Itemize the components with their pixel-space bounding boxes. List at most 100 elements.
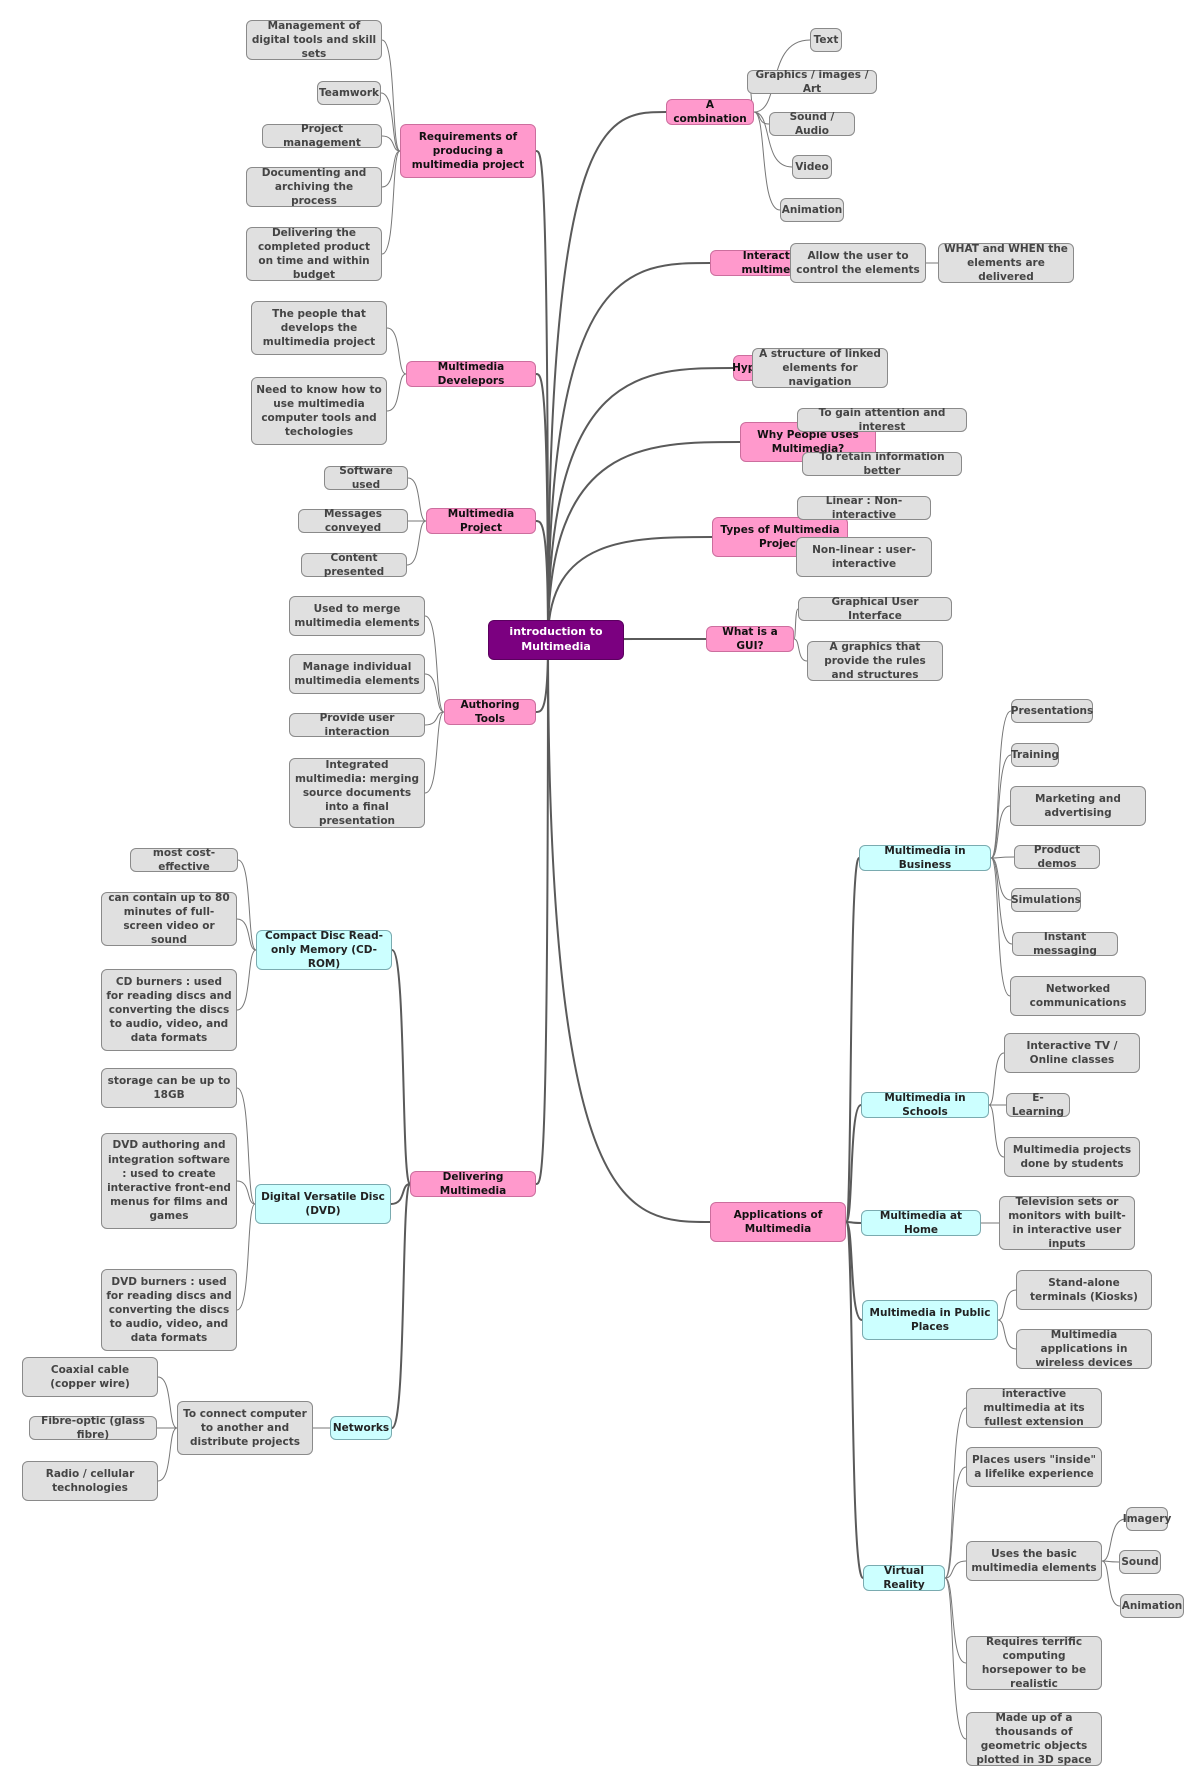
connector-auth-a_ui [424,711,445,726]
connector-biz-b_train [990,754,1012,859]
topic-compact-disc-read-only-memory-cd-rom[interactable]: Compact Disc Read-only Memory (CD-ROM) [256,930,392,970]
connector-apps-home [845,1221,862,1224]
topic-product-demos[interactable]: Product demos [1014,844,1100,870]
topic-television-sets-or-monitors-with-built-i[interactable]: Television sets or monitors with built-i… [999,1196,1135,1250]
topic-radio-cellular-technologies[interactable]: Radio / cellular technologies [22,1461,158,1501]
topic-cd-burners-used-for-reading-discs-and-co[interactable]: CD burners : used for reading discs and … [101,969,237,1051]
connector-dvd-dvd_auth [236,1180,256,1205]
topic-places-users-inside-a-lifelike-experienc[interactable]: Places users "inside" a lifelike experie… [966,1447,1102,1487]
connector-combo-c_video [753,111,793,168]
topic-project-management[interactable]: Project management [262,123,382,149]
topic-provide-user-interaction[interactable]: Provide user interaction [289,712,425,738]
topic-sound-audio[interactable]: Sound / Audio [769,111,855,137]
topic-multimedia-in-schools[interactable]: Multimedia in Schools [861,1092,989,1118]
connector-req-r_deliv [381,150,401,255]
topic-presentations[interactable]: Presentations [1011,699,1093,723]
topic-digital-versatile-disc-dvd[interactable]: Digital Versatile Disc (DVD) [255,1184,391,1224]
central-topic[interactable]: introduction to Multimedia [488,620,624,660]
connector-cd-cd_80 [236,918,257,951]
topic-networked-communications[interactable]: Networked communications [1010,976,1146,1016]
topic-allow-the-user-to-control-the-elements[interactable]: Allow the user to control the elements [790,243,926,283]
topic-fibre-optic-glass-fibre[interactable]: Fibre-optic (glass fibre) [29,1415,157,1441]
topic-made-up-of-a-thousands-of-geometric-obje[interactable]: Made up of a thousands of geometric obje… [966,1712,1102,1766]
topic-a-graphics-that-provide-the-rules-and-st[interactable]: A graphics that provide the rules and st… [807,641,943,681]
connector-apps-vr [845,1221,864,1579]
topic-imagery[interactable]: Imagery [1123,1507,1171,1531]
topic-documenting-and-archiving-the-process[interactable]: Documenting and archiving the process [246,167,382,207]
topic-coaxial-cable-copper-wire[interactable]: Coaxial cable (copper wire) [22,1357,158,1397]
topic-interactive-multimedia-at-its-fullest-ex[interactable]: interactive multimedia at its fullest ex… [966,1388,1102,1428]
topic-multimedia-applications-in-wireless-devi[interactable]: Multimedia applications in wireless devi… [1016,1329,1152,1369]
topic-networks[interactable]: Networks [330,1416,392,1440]
topic-multimedia-develepors[interactable]: Multimedia Develepors [406,361,536,387]
connector-sch-s_proj [988,1104,1005,1158]
topic-multimedia-at-home[interactable]: Multimedia at Home [861,1210,981,1236]
connector-dev-d_people [386,327,407,375]
topic-sound[interactable]: Sound [1119,1550,1161,1574]
connector-combo-c_anim [753,111,781,211]
topic-multimedia-in-public-places[interactable]: Multimedia in Public Places [862,1300,998,1340]
topic-text[interactable]: Text [810,28,842,52]
connector-auth-a_manage [424,673,445,713]
topic-requires-terrific-computing-horsepower-t[interactable]: Requires terrific computing horsepower t… [966,1636,1102,1690]
topic-what-is-a-gui[interactable]: What is a GUI? [706,626,794,652]
topic-requirements-of-producing-a-multimedia-p[interactable]: Requirements of producing a multimedia p… [400,124,536,178]
connector-delv-cd [391,949,411,1185]
topic-video[interactable]: Video [792,155,832,179]
topic-marketing-and-advertising[interactable]: Marketing and advertising [1010,786,1146,826]
connector-root-req [535,150,549,641]
connector-apps-biz [845,857,860,1223]
topic-manage-individual-multimedia-elements[interactable]: Manage individual multimedia elements [289,654,425,694]
topic-graphics-images-art[interactable]: Graphics / images / Art [747,69,877,95]
topic-animation[interactable]: Animation [780,198,844,222]
topic-linear-non-interactive[interactable]: Linear : Non-interactive [797,495,931,521]
topic-management-of-digital-tools-and-skill-se[interactable]: Management of digital tools and skill se… [246,20,382,60]
topic-multimedia-in-business[interactable]: Multimedia in Business [859,845,991,871]
topic-authoring-tools[interactable]: Authoring Tools [444,699,536,725]
topic-graphical-user-interface[interactable]: Graphical User Interface [798,596,952,622]
connector-req-r_pm [381,135,401,152]
topic-a-structure-of-linked-elements-for-navig[interactable]: A structure of linked elements for navig… [752,348,888,388]
topic-uses-the-basic-multimedia-elements[interactable]: Uses the basic multimedia elements [966,1541,1102,1581]
connector-gui-g_gui [793,608,799,640]
topic-stand-alone-terminals-kiosks[interactable]: Stand-alone terminals (Kiosks) [1016,1270,1152,1310]
topic-storage-can-be-up-to-18gb[interactable]: storage can be up to 18GB [101,1068,237,1108]
connector-root-types [547,536,713,641]
topic-dvd-authoring-and-integration-software-u[interactable]: DVD authoring and integration software :… [101,1133,237,1229]
topic-what-and-when-the-elements-are-delivered[interactable]: WHAT and WHEN the elements are delivered [938,243,1074,283]
topic-virtual-reality[interactable]: Virtual Reality [863,1565,945,1591]
topic-animation[interactable]: Animation [1120,1594,1184,1618]
topic-messages-conveyed[interactable]: Messages conveyed [298,508,408,534]
topic-to-gain-attention-and-interest[interactable]: To gain attention and interest [797,407,967,433]
topic-multimedia-project[interactable]: Multimedia Project [426,508,536,534]
topic-dvd-burners-used-for-reading-discs-and-c[interactable]: DVD burners : used for reading discs and… [101,1269,237,1351]
connector-pub-p_kiosk [997,1289,1017,1321]
topic-can-contain-up-to-80-minutes-of-full-scr[interactable]: can contain up to 80 minutes of full-scr… [101,892,237,946]
topic-instant-messaging[interactable]: Instant messaging [1012,931,1118,957]
topic-non-linear-user-interactive[interactable]: Non-linear : user-interactive [796,537,932,577]
topic-integrated-multimedia-merging-source-doc[interactable]: Integrated multimedia: merging source do… [289,758,425,828]
topic-a-combination[interactable]: A combination [666,99,754,125]
topic-to-connect-computer-to-another-and-distr[interactable]: To connect computer to another and distr… [177,1401,313,1455]
connector-vr-v_basic [944,1560,967,1579]
topic-delivering-the-completed-product-on-time[interactable]: Delivering the completed product on time… [246,227,382,281]
connector-vr-v_horse [944,1577,967,1664]
topic-software-used[interactable]: Software used [324,465,408,491]
topic-used-to-merge-multimedia-elements[interactable]: Used to merge multimedia elements [289,596,425,636]
topic-need-to-know-how-to-use-multimedia-compu[interactable]: Need to know how to use multimedia compu… [251,377,387,445]
topic-content-presented[interactable]: Content presented [301,552,407,578]
topic-e-learning[interactable]: E-Learning [1006,1092,1070,1118]
connector-auth-a_merge [424,615,445,713]
topic-most-cost-effective[interactable]: most cost-effective [130,847,238,873]
topic-delivering-multimedia[interactable]: Delivering Multimedia [410,1171,536,1197]
topic-simulations[interactable]: Simulations [1011,888,1081,912]
connector-req-r_mgmt [381,39,401,152]
topic-to-retain-information-better[interactable]: To retain information better [802,451,962,477]
topic-training[interactable]: Training [1011,743,1059,767]
topic-teamwork[interactable]: Teamwork [317,81,381,105]
topic-applications-of-multimedia[interactable]: Applications of Multimedia [710,1202,846,1242]
topic-multimedia-projects-done-by-students[interactable]: Multimedia projects done by students [1004,1137,1140,1177]
topic-interactive-tv-online-classes[interactable]: Interactive TV / Online classes [1004,1033,1140,1073]
topic-the-people-that-develops-the-multimedia-[interactable]: The people that develops the multimedia … [251,301,387,355]
